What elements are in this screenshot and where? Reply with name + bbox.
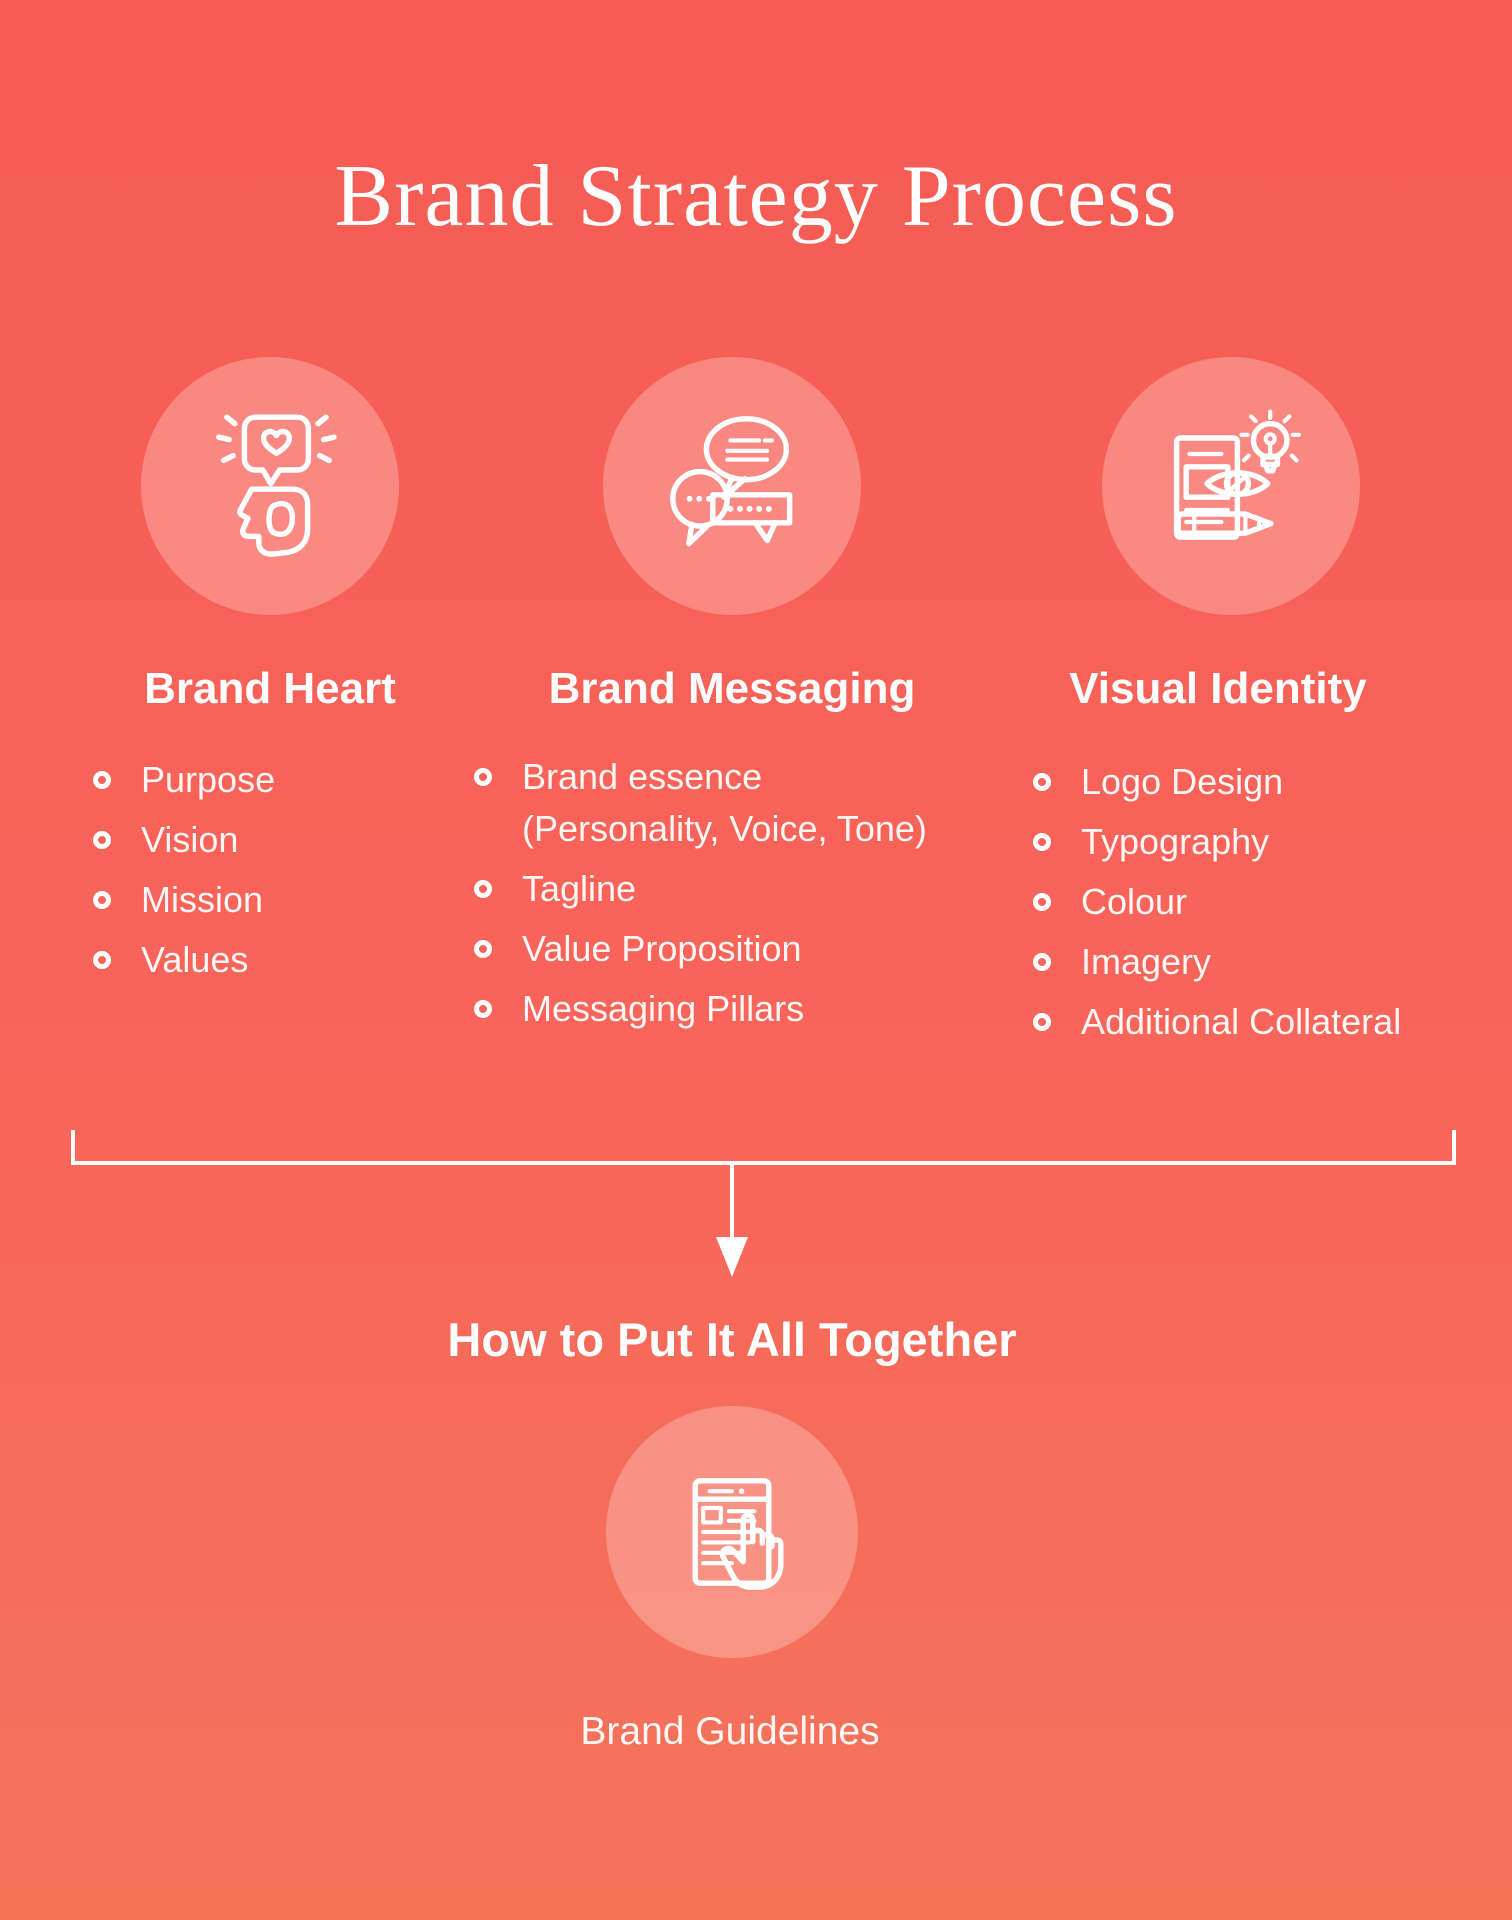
head-with-heart-speech-bubble-icon [216,414,337,557]
bullet-icon [93,891,111,909]
speech-bubbles-icon [670,416,793,547]
list-item: Values [93,934,275,986]
list-item: Typography [1033,816,1401,868]
document-eye-lightbulb-pencil-icon [1173,409,1302,540]
column-heading-brand-heart: Brand Heart [144,664,396,713]
list-item: Additional Collateral [1033,996,1401,1048]
bullet-icon [93,831,111,849]
column-heading-brand-messaging: Brand Messaging [548,664,916,713]
page-title: Brand Strategy Process [334,148,1178,245]
bullet-icon [93,951,111,969]
list-item: Tagline [474,863,994,915]
bracket-left-tick [71,1130,75,1164]
list-item: Mission [93,874,275,926]
brand-guidelines-icon-circle [606,1406,858,1658]
brand-guidelines-label: Brand Guidelines [580,1710,880,1753]
list-item: Logo Design [1033,756,1401,808]
list-item: Value Proposition [474,923,994,975]
document-pointing-hand-icon [692,1478,784,1590]
bullet-icon [93,771,111,789]
bracket-horizontal-line [71,1161,1456,1165]
column-heading-visual-identity: Visual Identity [1069,664,1367,713]
bullet-icon [1033,953,1051,971]
list-item: Colour [1033,876,1401,928]
list-item: Vision [93,814,275,866]
bullet-icon [1033,1013,1051,1031]
visual-identity-icon-circle [1102,357,1360,615]
brand-heart-icon-circle [141,357,399,615]
arrow-stem [730,1161,734,1239]
list-item: Messaging Pillars [474,983,994,1035]
brand-heart-list: Purpose Vision Mission Values [93,754,275,994]
brand-messaging-icon-circle [603,357,861,615]
bullet-icon [474,940,492,958]
down-arrow-icon [716,1237,748,1277]
list-item: Imagery [1033,936,1401,988]
list-item: Purpose [93,754,275,806]
bullet-icon [474,768,492,786]
brand-messaging-list: Brand essence (Personality, Voice, Tone)… [474,751,994,1043]
bullet-icon [1033,833,1051,851]
list-item: Brand essence (Personality, Voice, Tone) [474,751,994,855]
visual-identity-list: Logo Design Typography Colour Imagery Ad… [1033,756,1401,1056]
bullet-icon [1033,773,1051,791]
flow-heading: How to Put It All Together [447,1313,1017,1366]
bullet-icon [1033,893,1051,911]
bracket-right-tick [1452,1130,1456,1164]
bullet-icon [474,880,492,898]
bullet-icon [474,1000,492,1018]
